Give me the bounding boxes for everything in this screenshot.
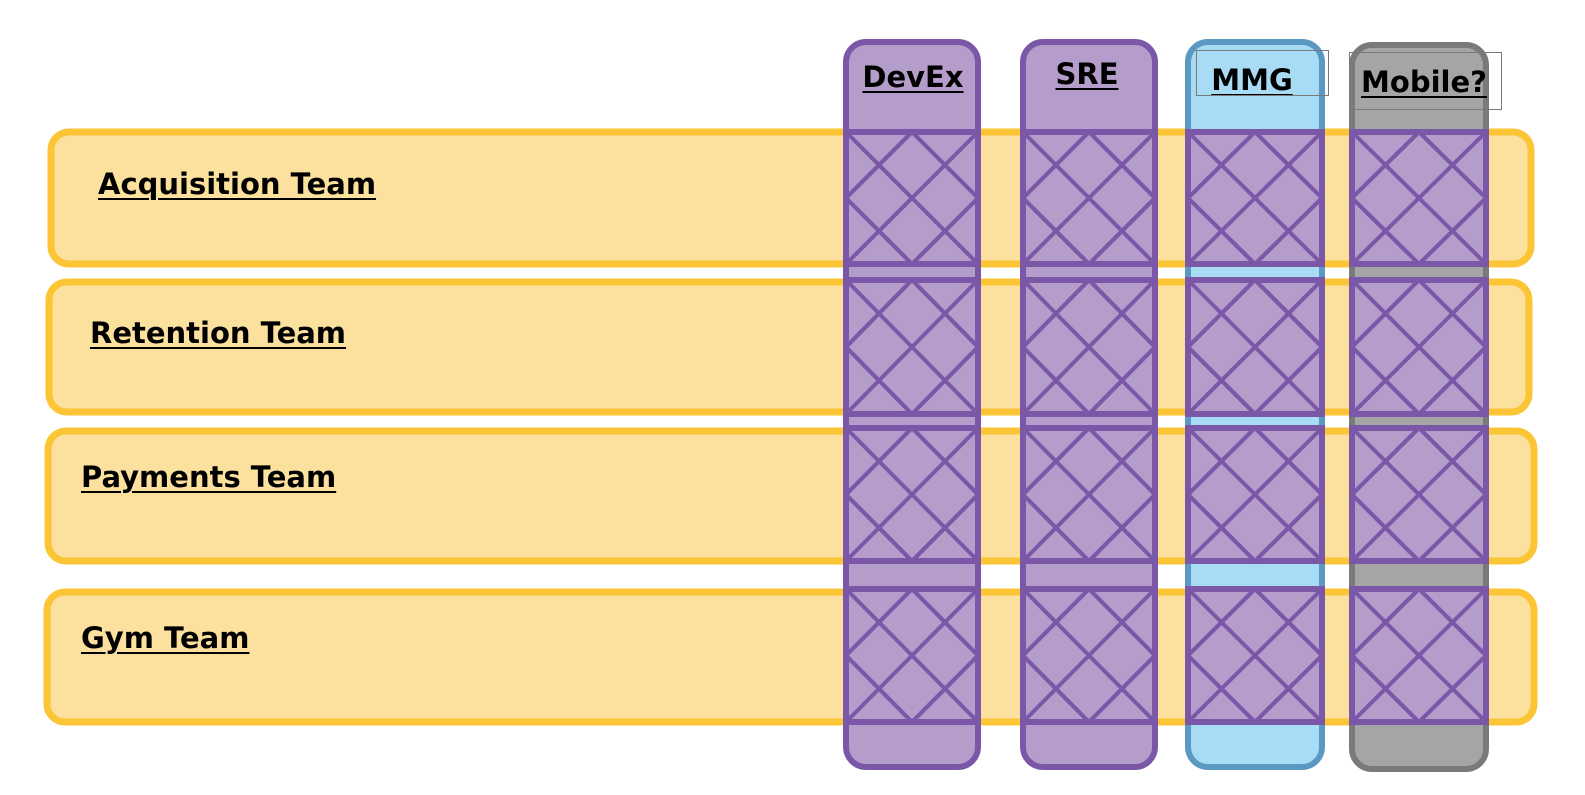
lattice-diamond <box>1185 129 1325 267</box>
column-label-sre: SRE <box>1055 57 1119 91</box>
team-row-acquisition <box>47 128 1535 268</box>
lattice-diamond <box>1020 586 1158 725</box>
lattice-diamond <box>843 425 981 564</box>
lattice-diamond <box>843 586 981 725</box>
lattice-diamond <box>1349 425 1489 564</box>
team-row-gym <box>43 588 1538 726</box>
column-label-mmg: MMG <box>1211 63 1293 97</box>
lattice-diamond <box>1185 277 1325 417</box>
column-label-devex: DevEx <box>862 60 964 94</box>
team-row-payments <box>44 427 1538 565</box>
lattice-diamond <box>1020 277 1158 417</box>
lattice-diamond <box>1349 129 1489 267</box>
lattice-diamond <box>843 277 981 417</box>
lattice-diamond <box>1020 129 1158 267</box>
lattice-diamond <box>1349 586 1489 725</box>
lattice-diamond <box>1185 425 1325 564</box>
lattice-diamond <box>1349 277 1489 417</box>
label-box-mmg <box>1196 50 1329 96</box>
lattice-diamond <box>1185 586 1325 725</box>
team-label-gym: Gym Team <box>81 621 250 655</box>
label-box-mobile <box>1349 52 1502 110</box>
lattice-diamond <box>843 129 981 267</box>
column-label-mobile: Mobile? <box>1361 65 1487 99</box>
team-label-acquisition: Acquisition Team <box>98 167 377 201</box>
team-label-payments: Payments Team <box>81 460 337 494</box>
team-label-retention: Retention Team <box>90 316 347 350</box>
lattice-diamond <box>1020 425 1158 564</box>
team-row-retention <box>45 278 1533 416</box>
